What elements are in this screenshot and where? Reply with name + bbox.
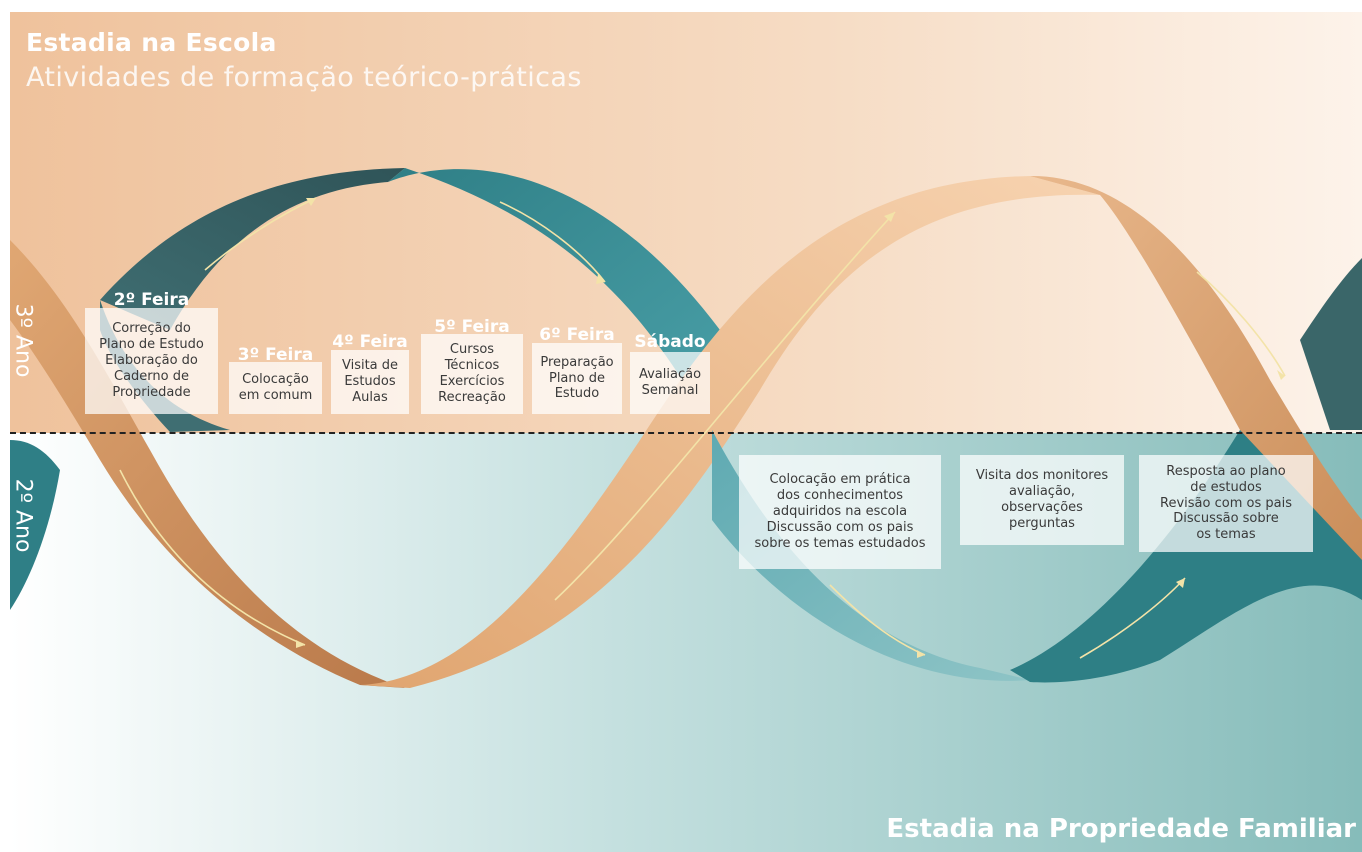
card-line: Revisão com os pais bbox=[1160, 495, 1292, 511]
day-card-thursday: Cursos Técnicos Exercícios Recreação bbox=[421, 334, 523, 414]
day-card-wednesday: Visita de Estudos Aulas bbox=[331, 350, 409, 414]
ribbon-teal-left bbox=[10, 440, 60, 610]
card-line: Avaliação bbox=[638, 367, 702, 383]
day-card-friday: Preparação Plano de Estudo bbox=[532, 343, 622, 414]
card-line: Colocação em prática bbox=[769, 472, 911, 488]
day-heading-tuesday: 3º Feira bbox=[237, 345, 314, 365]
card-line: Colocação bbox=[242, 372, 309, 388]
card-line: adquiridos na escola bbox=[772, 504, 908, 520]
day-card-monday: Correção do Plano de Estudo Elaboração d… bbox=[85, 308, 218, 414]
day-heading-saturday: Sábado bbox=[634, 332, 706, 352]
ribbon-dark-segment bbox=[100, 168, 405, 330]
day-heading-monday: 2º Feira bbox=[113, 290, 190, 310]
stay-divider-line bbox=[10, 432, 1362, 434]
card-line: Recreação bbox=[438, 389, 506, 405]
home-card-practice: Colocação em prática dos conhecimentos a… bbox=[739, 455, 941, 569]
card-line: Estudos bbox=[344, 374, 396, 390]
card-line: Correção do bbox=[112, 321, 191, 337]
card-line: Visita de bbox=[341, 358, 399, 374]
card-line: Preparação bbox=[540, 354, 614, 370]
ribbon-dark-right bbox=[1300, 258, 1362, 430]
card-line: os temas bbox=[1196, 527, 1256, 543]
year-label-top: 3º Ano bbox=[10, 303, 36, 378]
card-line: Visita dos monitores bbox=[975, 468, 1109, 484]
card-line: avaliação, bbox=[1008, 484, 1075, 500]
card-line: Resposta ao plano bbox=[1166, 463, 1286, 479]
card-line: Aulas bbox=[352, 389, 388, 405]
home-card-monitor-visit: Visita dos monitores avaliação, observaç… bbox=[960, 455, 1124, 545]
day-card-tuesday: Colocação em comum bbox=[229, 362, 322, 414]
card-line: Plano de bbox=[548, 370, 605, 386]
card-line: Propriedade bbox=[112, 384, 191, 400]
day-card-saturday: Avaliação Semanal bbox=[630, 352, 710, 414]
card-line: Discussão com os pais bbox=[766, 519, 914, 535]
page-subtitle: Atividades de formação teórico-práticas bbox=[26, 62, 582, 93]
card-line: Plano de Estudo bbox=[99, 337, 204, 353]
day-heading-thursday: 5º Feira bbox=[434, 317, 510, 337]
card-line: Técnicos bbox=[444, 358, 500, 374]
home-card-study-plan-response: Resposta ao plano de estudos Revisão com… bbox=[1139, 455, 1313, 552]
card-line: Cursos bbox=[449, 342, 495, 358]
card-line: Estudo bbox=[554, 386, 600, 402]
card-line: Elaboração do bbox=[105, 353, 198, 369]
page-title: Estadia na Escola bbox=[26, 28, 277, 57]
card-line: observações bbox=[1001, 500, 1083, 515]
day-heading-wednesday: 4º Feira bbox=[332, 332, 408, 352]
ribbon-teal-top bbox=[388, 168, 720, 430]
card-line: perguntas bbox=[1009, 515, 1075, 531]
card-line: Exercícios bbox=[439, 374, 505, 389]
year-label-bottom: 2º Ano bbox=[10, 478, 36, 553]
card-line: de estudos bbox=[1190, 479, 1262, 495]
card-line: Semanal bbox=[641, 383, 699, 398]
card-line: Discussão sobre bbox=[1173, 511, 1279, 527]
card-line: dos conhecimentos bbox=[776, 488, 904, 504]
card-line: sobre os temas estudados bbox=[754, 535, 926, 551]
footer-title: Estadia na Propriedade Familiar bbox=[886, 814, 1356, 844]
day-heading-friday: 6º Feira bbox=[539, 325, 615, 345]
card-line: em comum bbox=[238, 388, 313, 403]
card-line: Caderno de bbox=[114, 368, 189, 384]
